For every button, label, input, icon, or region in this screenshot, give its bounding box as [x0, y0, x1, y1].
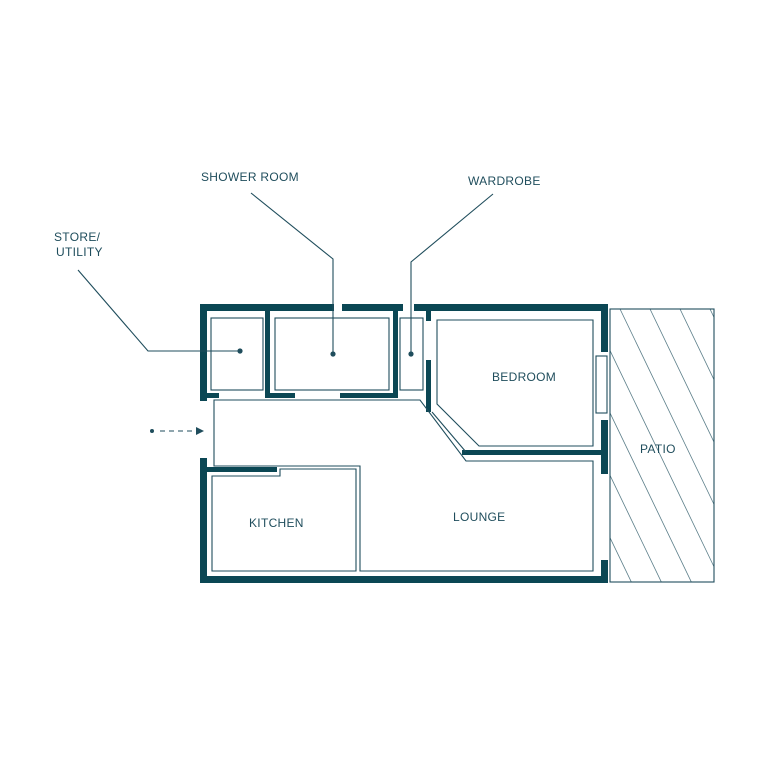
patio-label: PATIO [640, 442, 676, 456]
wardrobe-marker [408, 351, 414, 357]
room-lines [210, 317, 594, 572]
shower-room-label: SHOWER ROOM [201, 170, 299, 184]
annotations [77, 192, 494, 357]
patio-area [609, 308, 715, 583]
kitchen-label: KITCHEN [249, 516, 304, 530]
patio-outline [609, 308, 715, 583]
store-utility-label: STORE/ UTILITY [54, 230, 104, 259]
store-utility-leader [77, 269, 240, 352]
store-room-outline [210, 317, 264, 391]
bedroom-label: BEDROOM [492, 370, 556, 384]
kitchen-outline [211, 468, 357, 572]
lounge-label: LOUNGE [453, 510, 505, 524]
shower-room-marker [330, 351, 336, 357]
shower-room-leader [250, 192, 334, 354]
bedroom-window [595, 355, 608, 414]
wardrobe-label: WARDROBE [468, 174, 541, 188]
store-utility-marker [237, 348, 243, 354]
wardrobe-leader [410, 193, 494, 354]
lounge-hall-outline [213, 399, 594, 572]
shower-room-outline [274, 317, 390, 391]
outer-walls [200, 304, 608, 583]
bedroom-outline [436, 319, 594, 447]
dashed-arrow-icon [150, 427, 204, 435]
interior-walls [207, 311, 601, 472]
patio-hatching [610, 309, 714, 582]
